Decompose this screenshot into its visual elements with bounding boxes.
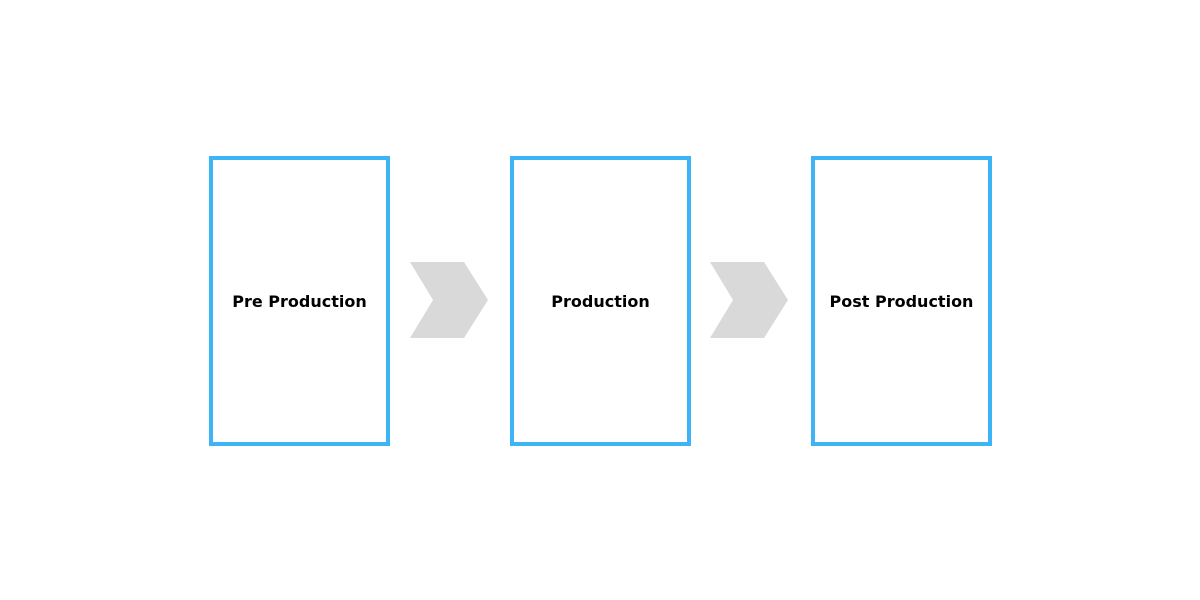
- step-box-post-production: Post Production: [811, 156, 992, 446]
- step-label-pre-production: Pre Production: [232, 291, 367, 311]
- chevron-shape: [710, 262, 788, 338]
- step-label-post-production: Post Production: [829, 291, 974, 311]
- chevron-shape: [410, 262, 488, 338]
- step-box-production: Production: [510, 156, 691, 446]
- step-label-production: Production: [551, 291, 650, 311]
- chevron-right-icon: [710, 262, 788, 338]
- step-box-pre-production: Pre Production: [209, 156, 390, 446]
- chevron-right-icon: [410, 262, 488, 338]
